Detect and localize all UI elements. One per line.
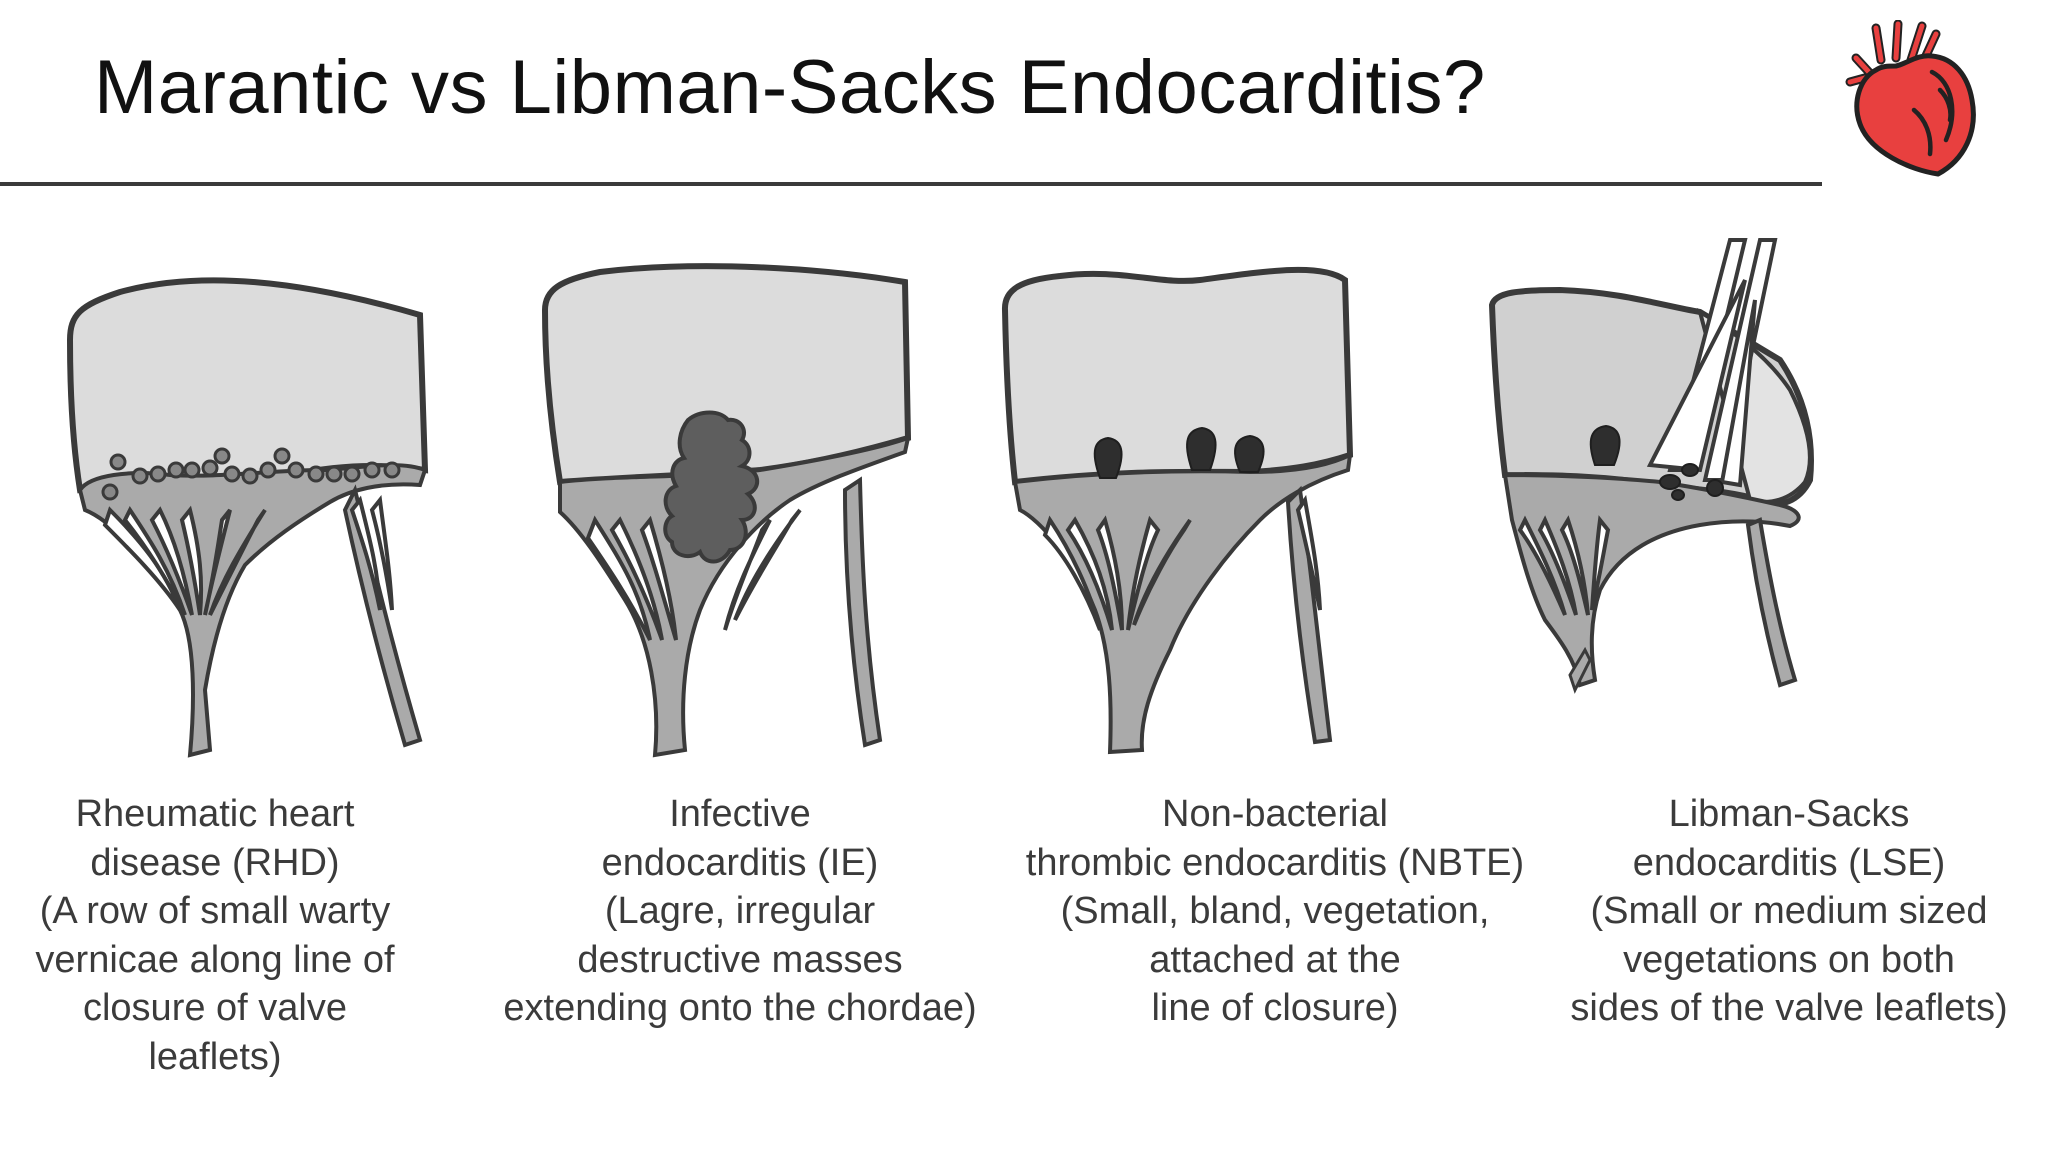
- caption-nbte-line-5: line of closure): [1151, 987, 1399, 1029]
- caption-ie-line-2: endocarditis (IE): [601, 841, 879, 884]
- caption-nbte-line-2: thrombic endocarditis (NBTE): [1025, 841, 1525, 884]
- caption-rhd-line-1: Rheumatic heart: [75, 793, 355, 835]
- caption-ie-line-4: destructive masses: [577, 938, 903, 981]
- caption-rhd-line-4: vernicae along line of: [35, 938, 395, 981]
- caption-lse-line-5: sides of the valve leaflets): [1570, 987, 2008, 1029]
- caption-nbte-line-3: (Small, bland, vegetation,: [1060, 890, 1490, 932]
- caption-ie-line-5: extending onto the chordae): [503, 987, 977, 1029]
- caption-rhd-line-5: closure of valve: [82, 987, 347, 1029]
- title-divider: [0, 182, 1822, 186]
- valve-diagram: [66, 238, 1814, 758]
- caption-lse-line-3: (Small or medium sized: [1590, 890, 1988, 932]
- panel-nbte-illustration: [1002, 266, 1354, 755]
- heart-icon: [1845, 20, 1976, 177]
- caption-rhd-line-2: disease (RHD): [90, 841, 340, 884]
- caption-nbte-line-4: attached at the: [1149, 938, 1401, 981]
- caption-lse-line-4: vegetations on both: [1623, 938, 1955, 981]
- caption-lse: Libman-Sacks endocarditis (LSE) (Small o…: [1530, 790, 2048, 1033]
- caption-lse-line-2: endocarditis (LSE): [1632, 841, 1946, 884]
- caption-lse-line-1: Libman-Sacks: [1668, 793, 1910, 835]
- panel-lse-illustration: [1488, 238, 1814, 694]
- panel-rhd-illustration: [66, 277, 429, 758]
- caption-rhd-line-6: leaflets): [148, 1035, 282, 1078]
- caption-rhd: Rheumatic heart disease (RHD) (A row of …: [0, 790, 430, 1081]
- caption-ie: Infective endocarditis (IE) (Lagre, irre…: [460, 790, 1020, 1033]
- caption-ie-line-3: (Lagre, irregular: [604, 890, 876, 932]
- caption-rhd-line-3: (A row of small warty: [39, 890, 391, 932]
- slide-title: Marantic vs Libman-Sacks Endocarditis?: [94, 45, 1486, 130]
- caption-nbte: Non-bacterial thrombic endocarditis (NBT…: [985, 790, 1565, 1033]
- caption-ie-line-1: Infective: [669, 793, 811, 835]
- panel-ie-illustration: [541, 263, 912, 758]
- caption-nbte-line-1: Non-bacterial: [1162, 793, 1388, 835]
